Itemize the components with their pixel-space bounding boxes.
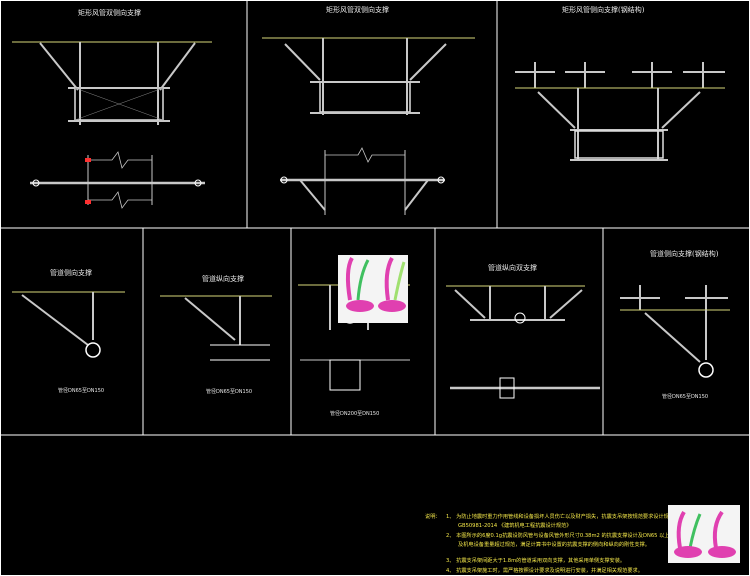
panel-4-caption: 管径DN65至DN150	[58, 387, 104, 394]
panel-6-pipe-brace: 管径DN200至DN150	[298, 255, 410, 417]
notes-heading: 说明：	[425, 512, 441, 520]
panel-2-title: 矩形风管双侧向支撑	[326, 5, 389, 14]
panel-8-title: 管道侧向支撑(钢结构)	[650, 249, 719, 258]
panel-5-caption: 管径DN65至DN150	[206, 388, 252, 395]
panel-3-title: 矩形风管侧向支撑(钢结构)	[562, 5, 645, 14]
notes-line-5: 3、 抗震支吊架间距大于1.8m的管道采用双向支撑，其他采用单侧支撑安装。	[446, 556, 625, 564]
panel-5-pipe-longitudinal-brace: 管道纵向支撑 管径DN65至DN150	[160, 274, 272, 395]
panel-8-steel-pipe-brace: 管道侧向支撑(钢结构) 管径DN65至DN150	[620, 249, 730, 400]
panel-1-title: 矩形风管双侧向支撑	[78, 8, 141, 17]
plant-thumbnail	[338, 255, 408, 323]
panel-4-pipe-lateral-brace: 管道侧向支撑 管径DN65至DN150	[12, 268, 125, 394]
notes-line-1: 1、 为防止地震时重力作用管线和设备损坏人员伤亡以及财产损失，抗震支吊架按规范要…	[446, 512, 679, 520]
notes-line-3: 2、 本图所示的6度0.1g抗震设防风管与设备风管外形尺寸0.38m2 的抗震支…	[446, 531, 680, 539]
panel-4-title: 管道侧向支撑	[50, 268, 92, 277]
plant-thumbnail-small	[668, 505, 740, 563]
panel-2-duct-brace: 矩形风管双侧向支撑	[262, 5, 475, 215]
notes-line-6: 4、 抗震支吊架施工时，需严格按照设计要求及说明进行安装，并满足相关规范要求。	[446, 566, 643, 574]
panel-6-caption: 管径DN200至DN150	[330, 410, 379, 417]
notes-line-4: 及机电设备重量超过规范，满足计算书中设置的抗震支撑的侧向和纵向的刚性支撑。	[458, 540, 650, 548]
panel-8-caption: 管径DN65至DN150	[662, 393, 708, 400]
notes-line-2: GB50981-2014 《建筑机电工程抗震设计规范》	[458, 521, 571, 529]
panel-3-steel-structure-brace: 矩形风管侧向支撑(钢结构)	[515, 5, 725, 161]
panel-1-duct-brace: 矩形风管双侧向支撑	[12, 8, 212, 209]
panel-5-title: 管道纵向支撑	[202, 274, 244, 283]
design-notes: 说明： 1、 为防止地震时重力作用管线和设备损坏人员伤亡以及财产损失，抗震支吊架…	[425, 512, 680, 574]
pipe-section	[85, 342, 101, 358]
panel-7-title: 管道纵向双支撑	[488, 263, 537, 272]
panel-7-pipe-double-brace: 管道纵向双支撑	[446, 263, 600, 399]
